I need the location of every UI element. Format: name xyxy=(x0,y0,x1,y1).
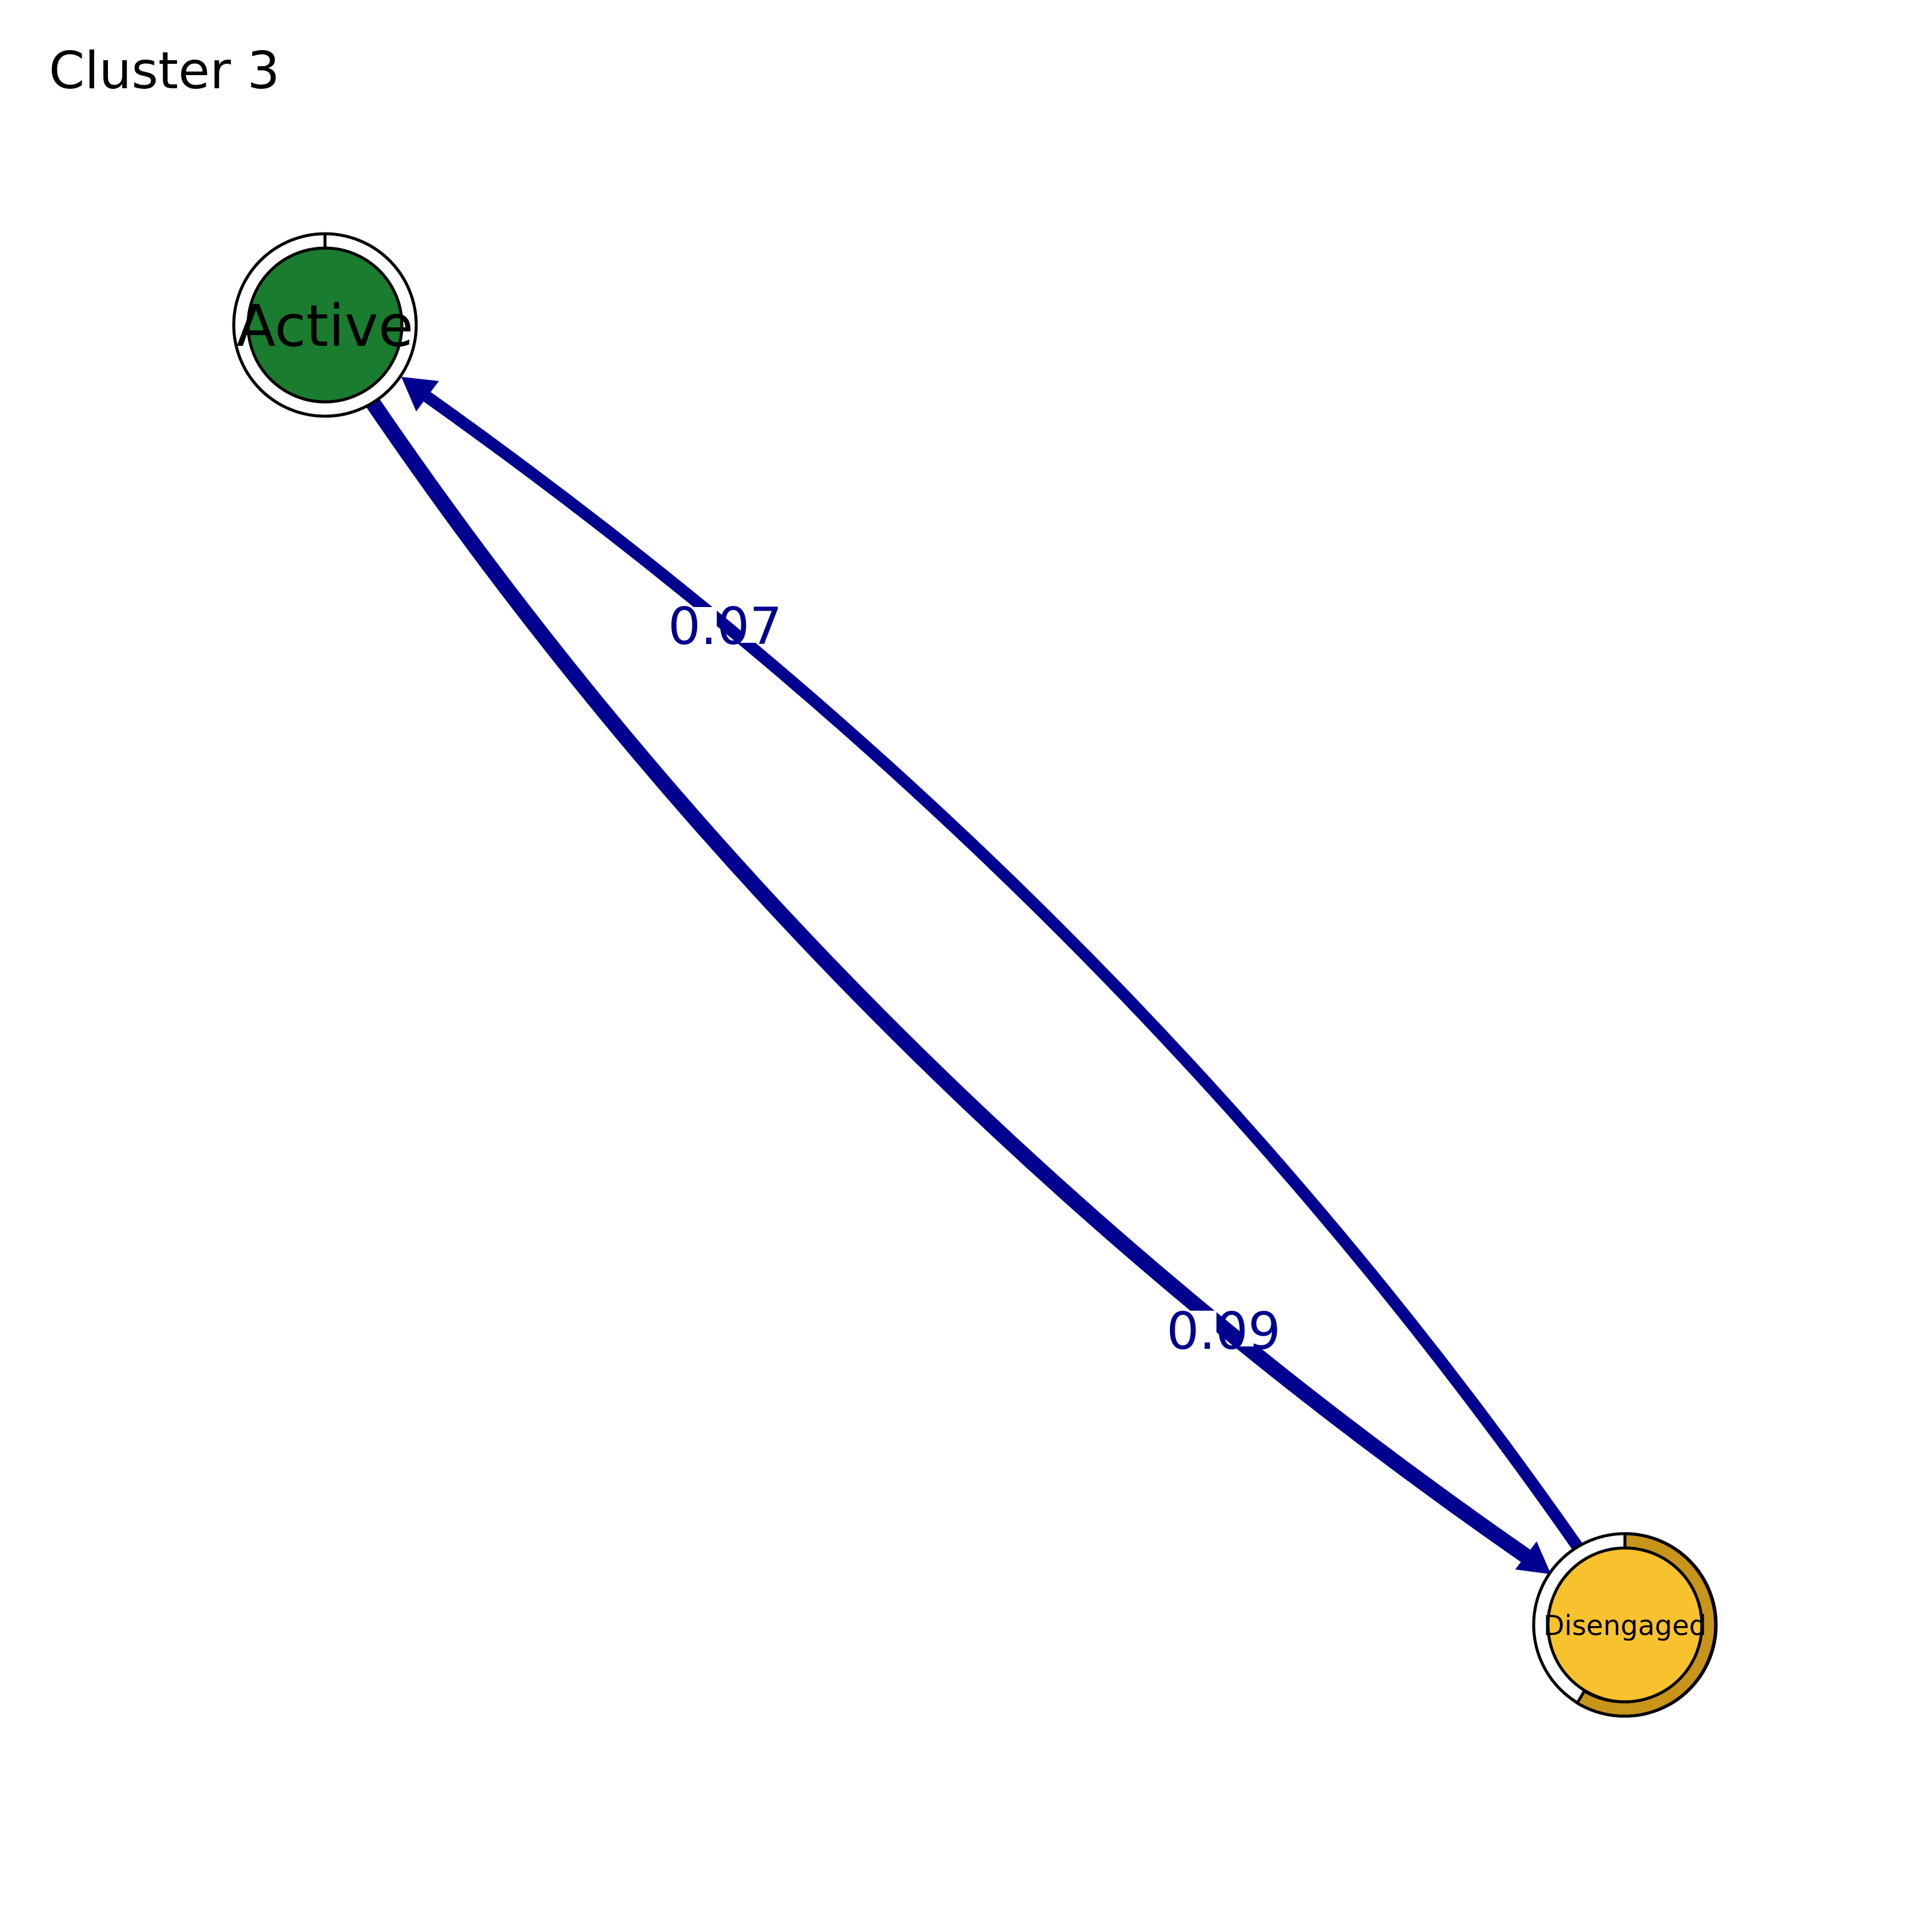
edge-label-active-to-disengaged: 0.09 xyxy=(1166,1302,1282,1361)
edge-line xyxy=(416,386,1583,1550)
node-circle xyxy=(1546,1546,1704,1704)
edge-arrowhead xyxy=(1515,1541,1551,1574)
node-disengaged: Disengaged xyxy=(1532,1532,1718,1718)
edge-disengaged-to-active xyxy=(401,377,1583,1550)
edge-weight-label: 0.07 xyxy=(668,597,782,657)
edge-line xyxy=(364,395,1534,1565)
edge-label-disengaged-to-active: 0.07 xyxy=(667,597,782,657)
chart-title: Cluster 3 xyxy=(49,41,280,101)
edge-weight-label: 0.09 xyxy=(1166,1302,1280,1361)
edge-arrowhead xyxy=(401,377,439,411)
edge-active-to-disengaged xyxy=(364,395,1551,1574)
node-active: Active xyxy=(232,232,418,418)
node-label: Disengaged xyxy=(1543,1609,1707,1642)
node-label: Active xyxy=(237,293,414,360)
